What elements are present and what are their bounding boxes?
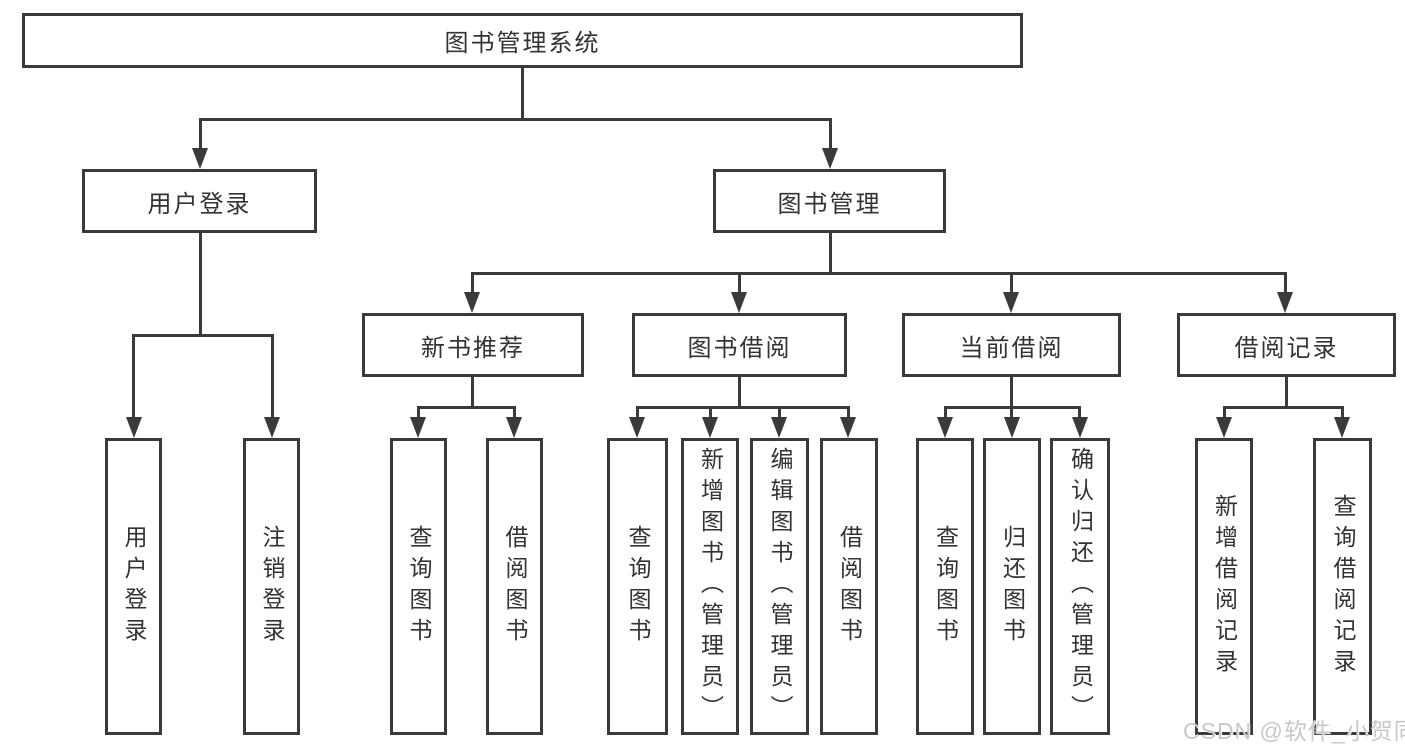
connector-line bbox=[1078, 406, 1081, 419]
arrow-down-icon bbox=[1334, 417, 1350, 438]
node-edit-book-admin-label: 编辑图书（管理员） bbox=[767, 447, 793, 726]
connector-line bbox=[1010, 406, 1013, 419]
connector-line bbox=[132, 334, 274, 337]
connector-line bbox=[513, 406, 516, 419]
node-borrow-books-recommend: 借阅图书 bbox=[486, 438, 543, 735]
connector-line bbox=[132, 334, 135, 418]
connector-line bbox=[417, 406, 420, 419]
node-confirm-return-admin: 确认归还（管理员） bbox=[1050, 438, 1110, 735]
node-logout-action-label: 注销登录 bbox=[259, 524, 285, 649]
connector-line bbox=[521, 67, 524, 121]
arrow-down-icon bbox=[840, 417, 856, 438]
arrow-down-icon bbox=[410, 417, 426, 438]
node-confirm-return-admin-label: 确认归还（管理员） bbox=[1067, 447, 1094, 726]
node-query-books-borrow-label: 查询图书 bbox=[625, 524, 651, 649]
node-return-book-label: 归还图书 bbox=[999, 524, 1026, 649]
arrow-down-icon bbox=[629, 417, 645, 438]
node-add-book-admin-label: 新增图书（管理员） bbox=[697, 447, 724, 726]
node-root-system-label: 图书管理系统 bbox=[444, 30, 601, 57]
node-current-borrow-label: 当前借阅 bbox=[959, 334, 1064, 362]
arrow-down-icon bbox=[1072, 417, 1088, 438]
node-query-books-current: 查询图书 bbox=[916, 438, 974, 735]
connector-line bbox=[1010, 376, 1013, 409]
arrow-down-icon bbox=[702, 417, 718, 438]
node-borrow-records: 借阅记录 bbox=[1177, 313, 1396, 377]
connector-line bbox=[709, 406, 712, 419]
node-query-books-recommend-label: 查询图书 bbox=[406, 524, 432, 649]
node-new-book-recommend-label: 新书推荐 bbox=[421, 334, 525, 362]
connector-line bbox=[271, 334, 274, 418]
node-query-books-recommend: 查询图书 bbox=[390, 438, 447, 735]
node-user-login-action: 用户登录 bbox=[105, 438, 162, 735]
arrow-down-icon bbox=[1277, 292, 1293, 313]
node-user-login: 用户登录 bbox=[82, 169, 317, 233]
connector-line bbox=[829, 232, 832, 274]
node-current-borrow: 当前借阅 bbox=[902, 313, 1121, 377]
node-return-book: 归还图书 bbox=[983, 438, 1041, 735]
connector-line bbox=[1223, 406, 1226, 419]
node-borrow-books-borrow-label: 借阅图书 bbox=[836, 524, 863, 649]
connector-line bbox=[829, 118, 832, 150]
arrow-down-icon bbox=[731, 292, 747, 313]
arrow-down-icon bbox=[192, 148, 208, 169]
node-user-login-action-label: 用户登录 bbox=[121, 524, 147, 649]
node-query-borrow-record: 查询借阅记录 bbox=[1313, 438, 1372, 735]
connector-line bbox=[417, 406, 516, 409]
arrow-down-icon bbox=[937, 417, 953, 438]
node-edit-book-admin: 编辑图书（管理员） bbox=[750, 438, 809, 735]
node-borrow-books-recommend-label: 借阅图书 bbox=[502, 524, 528, 649]
node-book-management: 图书管理 bbox=[713, 169, 946, 233]
node-query-books-borrow: 查询图书 bbox=[607, 438, 668, 735]
connector-line bbox=[778, 406, 781, 419]
node-add-borrow-record: 新增借阅记录 bbox=[1195, 438, 1253, 735]
node-book-borrow-label: 图书借阅 bbox=[687, 334, 792, 362]
connector-line bbox=[847, 406, 850, 419]
connector-line bbox=[636, 406, 639, 419]
arrow-down-icon bbox=[1004, 417, 1020, 438]
connector-line bbox=[471, 272, 1287, 275]
node-add-book-admin: 新增图书（管理员） bbox=[681, 438, 739, 735]
connector-line bbox=[636, 406, 850, 409]
node-borrow-books-borrow: 借阅图书 bbox=[820, 438, 878, 735]
node-user-login-label: 用户登录 bbox=[147, 190, 252, 218]
node-new-book-recommend: 新书推荐 bbox=[362, 313, 584, 377]
node-query-books-current-label: 查询图书 bbox=[932, 524, 959, 649]
csdn-watermark: CSDN @软件_小贺同学 bbox=[1183, 718, 1405, 744]
connector-line bbox=[1285, 376, 1288, 409]
connector-line bbox=[199, 232, 202, 337]
node-add-borrow-record-label: 新增借阅记录 bbox=[1211, 493, 1238, 680]
arrow-down-icon bbox=[126, 417, 142, 438]
arrow-down-icon bbox=[506, 417, 522, 438]
connector-line bbox=[199, 118, 831, 121]
connector-line bbox=[471, 376, 474, 409]
arrow-down-icon bbox=[771, 417, 787, 438]
connector-line bbox=[1341, 406, 1344, 419]
arrow-down-icon bbox=[464, 292, 480, 313]
arrow-down-icon bbox=[264, 417, 280, 438]
arrow-down-icon bbox=[1003, 292, 1019, 313]
connector-line bbox=[471, 272, 474, 294]
connector-line bbox=[738, 376, 741, 409]
node-logout-action: 注销登录 bbox=[243, 438, 300, 735]
node-book-management-label: 图书管理 bbox=[777, 190, 882, 218]
node-root-system: 图书管理系统 bbox=[22, 13, 1023, 68]
node-borrow-records-label: 借阅记录 bbox=[1234, 334, 1339, 362]
connector-line bbox=[738, 272, 741, 294]
node-book-borrow: 图书借阅 bbox=[632, 313, 847, 377]
connector-line bbox=[944, 406, 947, 419]
arrow-down-icon bbox=[1216, 417, 1232, 438]
node-query-borrow-record-label: 查询借阅记录 bbox=[1330, 493, 1356, 680]
arrow-down-icon bbox=[822, 148, 838, 169]
connector-line bbox=[1010, 272, 1013, 294]
connector-line bbox=[1284, 272, 1287, 294]
connector-line bbox=[1223, 406, 1344, 409]
connector-line bbox=[199, 118, 202, 150]
